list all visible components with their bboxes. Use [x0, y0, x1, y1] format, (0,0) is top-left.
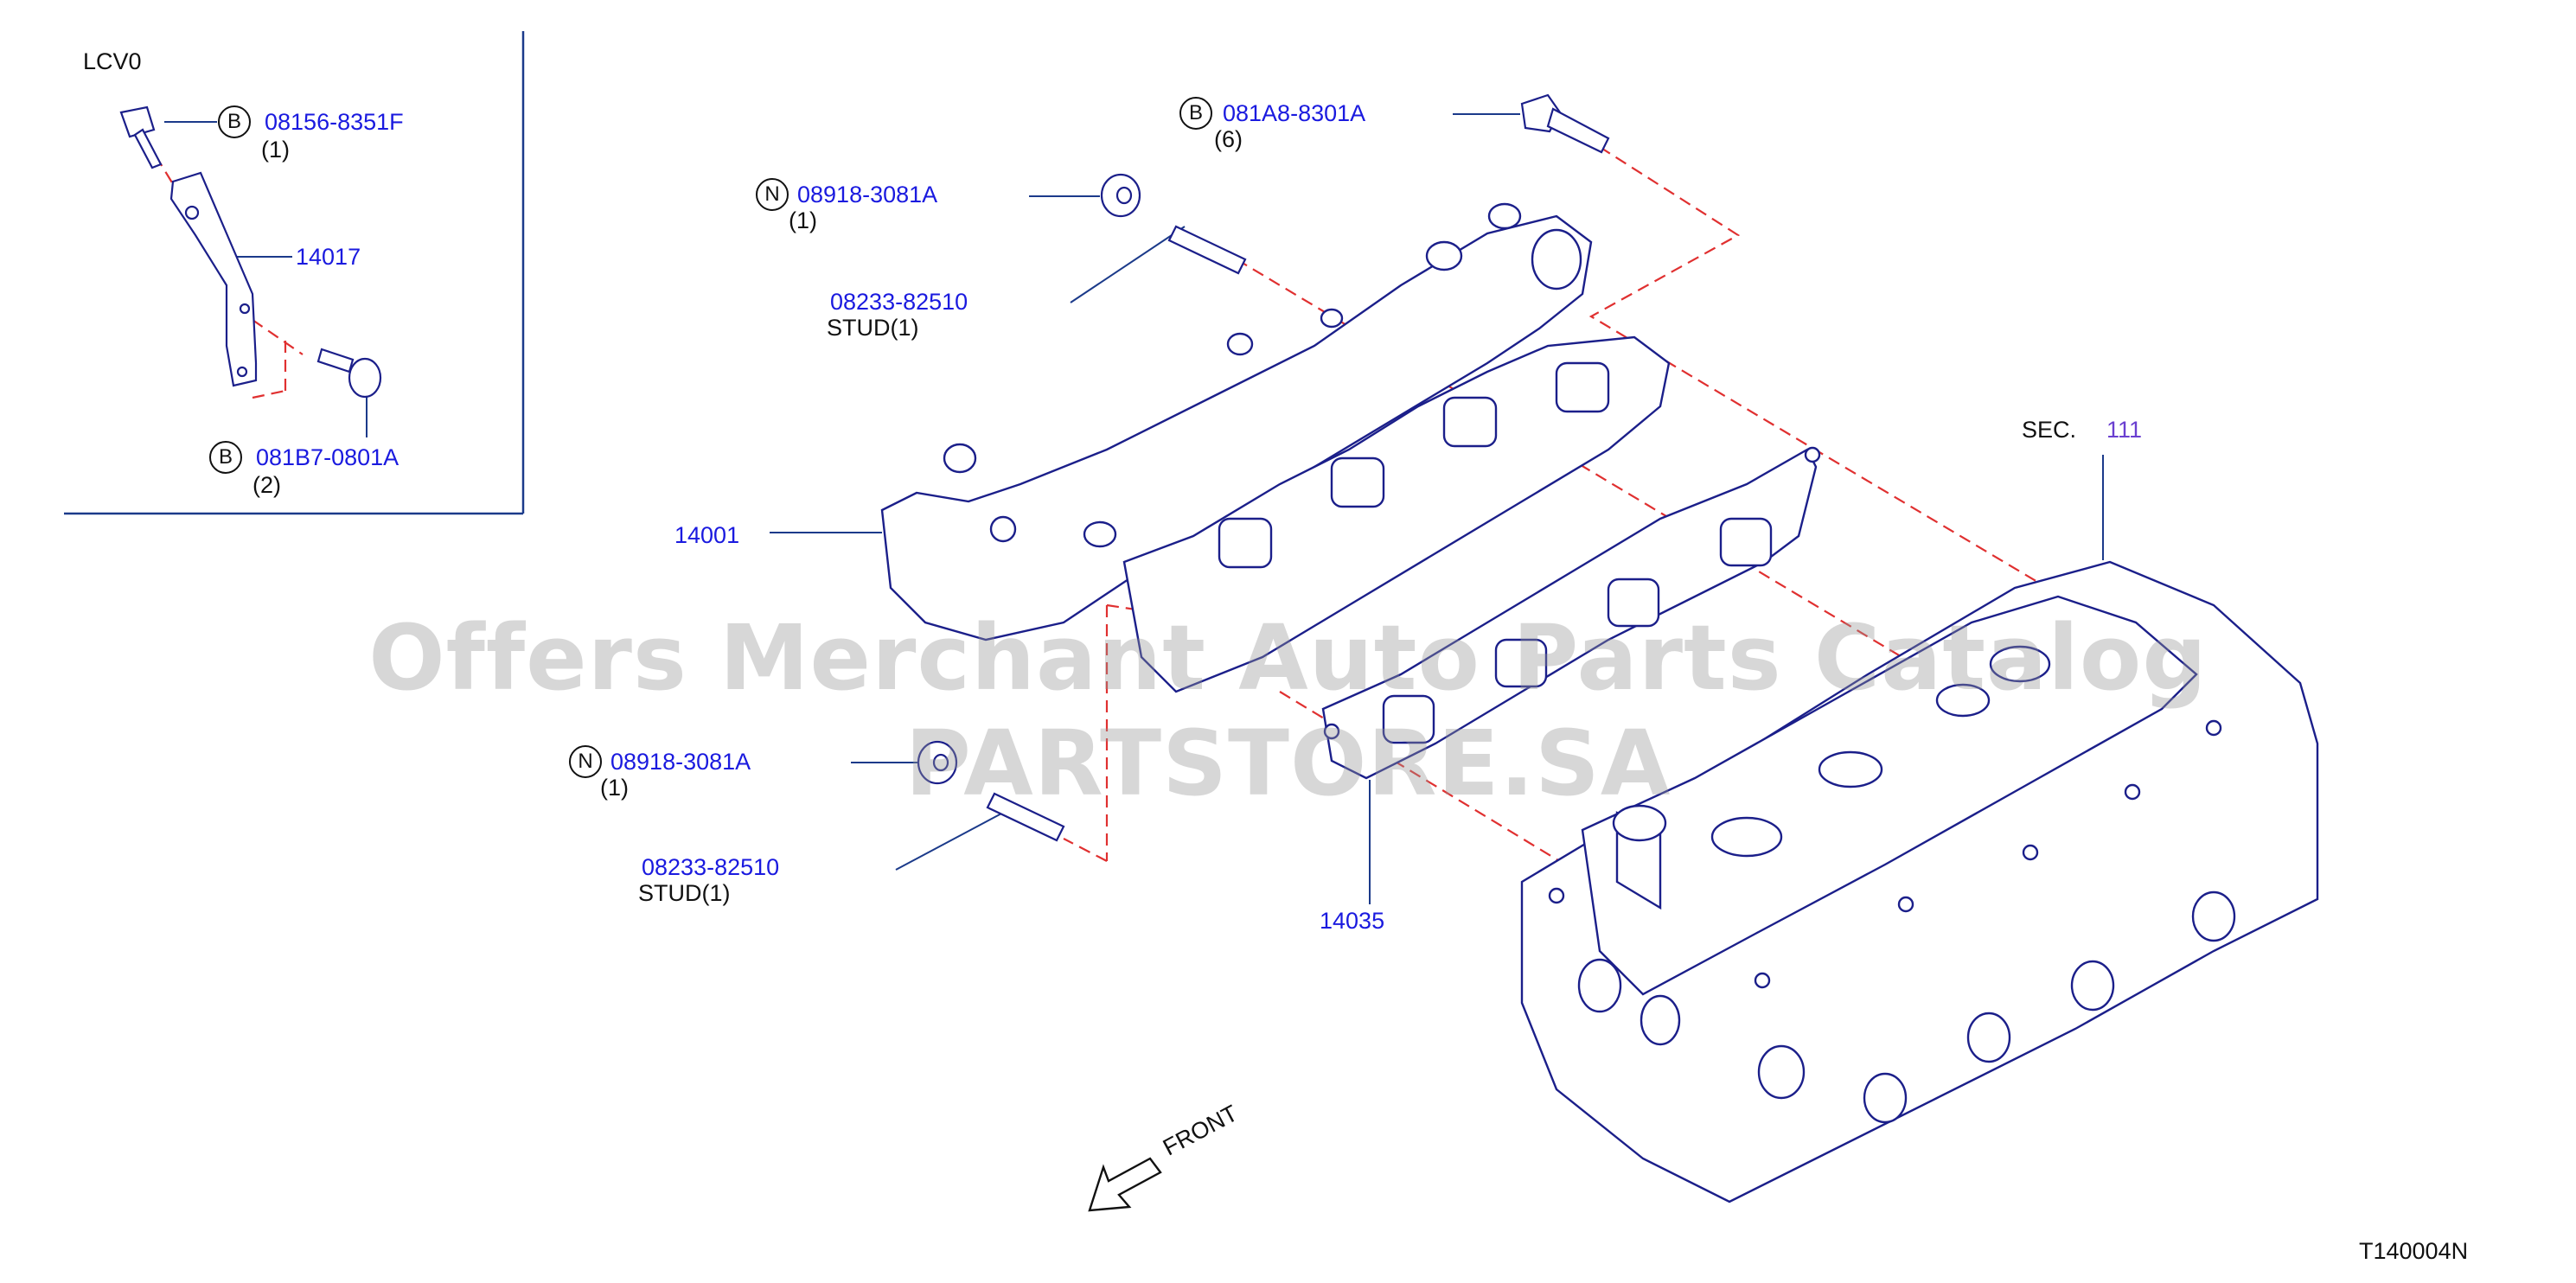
stud-bottom-desc: STUD(1): [638, 880, 731, 906]
nut-stud-bottom-drawing: [917, 740, 1065, 842]
inset-frame: [64, 31, 525, 515]
part-link-08233-82510-bottom[interactable]: 08233-82510: [642, 854, 780, 880]
part-link-08918-3081a-bottom[interactable]: 08918-3081A: [610, 749, 751, 775]
qty-nut-top: (1): [789, 207, 817, 233]
callout-letter-bolt-bottom-left: B: [209, 441, 242, 474]
section-label: SEC.: [2022, 417, 2077, 443]
part-link-081a8-8301a[interactable]: 081A8-8301A: [1223, 100, 1366, 126]
exhaust-manifold-14001-drawing: [880, 202, 1671, 693]
part-link-081b7-0801a[interactable]: 081B7-0801A: [256, 444, 400, 470]
section-link-111[interactable]: 111: [2106, 417, 2143, 443]
bracket-14017-drawing: [119, 105, 382, 399]
qty-nut-bottom: (1): [600, 775, 629, 801]
inset-title: LCV0: [83, 48, 142, 74]
gasket-14035-drawing: [1321, 446, 1821, 780]
nut-stud-top-drawing: [1100, 173, 1247, 275]
callout-letter-nut-top: N: [756, 178, 789, 211]
part-link-08233-82510-top[interactable]: 08233-82510: [830, 289, 968, 315]
part-link-08918-3081a-top[interactable]: 08918-3081A: [797, 182, 938, 207]
callout-letter-bolt-top-left: B: [218, 105, 251, 138]
qty-bolt-top-left: (1): [261, 137, 290, 163]
part-link-14035[interactable]: 14035: [1320, 908, 1385, 934]
part-link-14001[interactable]: 14001: [674, 522, 740, 548]
front-arrow-icon: [1088, 1157, 1162, 1212]
leader-lines: [164, 113, 2104, 904]
part-link-14017[interactable]: 14017: [296, 244, 361, 270]
callout-letter-bolt-top: B: [1179, 97, 1212, 130]
stud-top-desc: STUD(1): [827, 315, 919, 341]
bolt-081a8-drawing: [1520, 93, 1610, 154]
part-link-08156-8351f[interactable]: 08156-8351F: [265, 109, 404, 135]
cylinder-head-sec111-drawing: [1520, 560, 2319, 1203]
qty-bolt-bottom-left: (2): [252, 472, 281, 498]
qty-bolt-top: (6): [1214, 126, 1243, 152]
diagram-code: T140004N: [2359, 1238, 2469, 1264]
callout-letter-nut-bottom: N: [569, 745, 602, 778]
watermark-text: Offers Merchant Auto Parts Catalog PARTS…: [368, 605, 2208, 816]
